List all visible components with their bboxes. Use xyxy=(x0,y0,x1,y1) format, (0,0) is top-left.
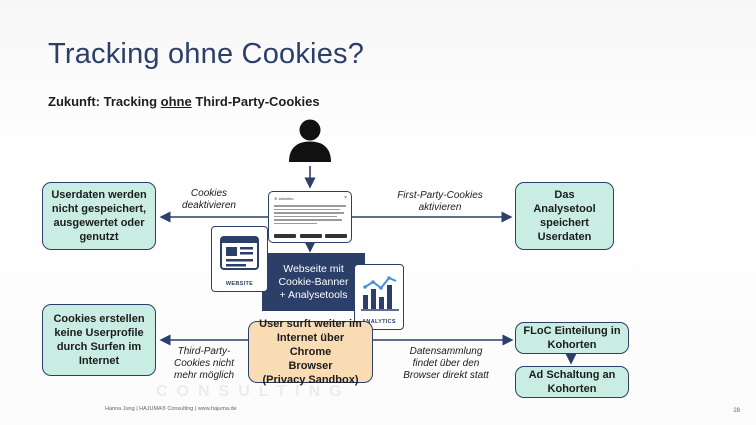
screenshot-buttons xyxy=(274,234,347,238)
box-line: speichert xyxy=(540,217,589,229)
box-userdata-not-saved: Userdaten werden nicht gespeichert, ausg… xyxy=(42,182,156,250)
dark-box-line-3: + Analysetools xyxy=(279,288,348,301)
analytics-icon-card: ANALYTICS xyxy=(354,264,404,330)
box-floc-cohorts: FLoC Einteilung in Kohorten xyxy=(515,322,629,354)
box-line: (Privacy Sandbox) xyxy=(262,374,359,386)
slide-title: Tracking ohne Cookies? xyxy=(48,38,365,70)
box-line: durch Surfen im xyxy=(56,341,142,353)
label-line: Datensammlung xyxy=(409,346,483,357)
label-third-party-impossible: Third-Party- Cookies nicht mehr möglich xyxy=(168,346,240,382)
label-first-party-activate: First-Party-Cookies aktivieren xyxy=(385,190,495,214)
box-line: Cookies erstellen xyxy=(53,313,145,325)
box-line: Userdaten xyxy=(537,231,592,243)
label-line: First-Party-Cookies xyxy=(397,190,483,201)
subtitle-underlined: ohne xyxy=(160,94,192,109)
page-number: 28 xyxy=(733,408,740,414)
subtitle-prefix: Zukunft: Tracking xyxy=(48,94,161,109)
box-line: Das Analysetool xyxy=(533,189,596,215)
label-line: Cookies xyxy=(190,188,228,199)
label-line: Browser direkt statt xyxy=(403,370,489,381)
screenshot-text-lines xyxy=(274,205,346,224)
website-icon-card: WEBSITE xyxy=(211,226,268,292)
box-line: genutzt xyxy=(79,231,119,243)
box-line: keine Userprofile xyxy=(54,327,144,339)
box-line: Browser xyxy=(288,360,333,372)
website-caption: WEBSITE xyxy=(225,281,254,287)
box-line: User surft weiter im xyxy=(259,318,362,330)
website-screenshot: ≋ ahsimbo × xyxy=(268,191,352,243)
dark-box-line-1: Webseite mit xyxy=(283,262,344,275)
box-line: Ad Schaltung an xyxy=(528,369,616,381)
box-line: Kohorten xyxy=(547,383,597,395)
label-data-collection: Datensammlung findet über den Browser di… xyxy=(391,346,501,382)
user-icon xyxy=(289,119,331,162)
box-line: ausgewertet oder xyxy=(53,217,145,229)
website-icon xyxy=(220,236,259,270)
box-privacy-sandbox: User surft weiter im Internet über Chrom… xyxy=(248,318,373,386)
watermark-text: CONSULTING xyxy=(156,383,351,400)
slide-subtitle: Zukunft: Tracking ohne Third-Party-Cooki… xyxy=(48,94,320,109)
label-line: Third-Party- xyxy=(177,346,231,357)
footer-credit: Hanna Jung | HAJUMA® Consulting | www.ha… xyxy=(105,406,237,412)
subtitle-suffix: Third-Party-Cookies xyxy=(191,94,320,109)
label-cookies-disable: Cookies deaktivieren xyxy=(176,188,242,212)
screenshot-logo: ≋ ahsimbo xyxy=(274,196,294,201)
label-line: Cookies nicht xyxy=(173,358,235,369)
screenshot-close-icon: × xyxy=(344,195,347,201)
website-banner-box: Webseite mit Cookie-Banner + Analysetool… xyxy=(262,253,365,311)
box-line: Userdaten werden xyxy=(51,189,147,201)
box-line: FLoC Einteilung in xyxy=(523,325,621,337)
box-line: Internet xyxy=(78,355,120,367)
label-line: findet über den xyxy=(412,358,480,369)
analytics-caption: ANALYTICS xyxy=(362,319,396,325)
label-line: mehr möglich xyxy=(173,370,235,381)
dark-box-line-2: Cookie-Banner xyxy=(278,275,349,288)
box-analytics-stores-data: Das Analysetool speichert Userdaten xyxy=(515,182,614,250)
box-ad-cohorts: Ad Schaltung an Kohorten xyxy=(515,366,629,398)
box-line: Internet über Chrome xyxy=(276,332,345,358)
label-line: deaktivieren xyxy=(182,200,236,211)
box-no-user-profiles: Cookies erstellen keine Userprofile durc… xyxy=(42,304,156,376)
label-line: aktivieren xyxy=(418,202,462,213)
box-line: Kohorten xyxy=(547,339,597,351)
box-line: nicht gespeichert, xyxy=(51,203,147,215)
analytics-icon xyxy=(361,276,399,311)
